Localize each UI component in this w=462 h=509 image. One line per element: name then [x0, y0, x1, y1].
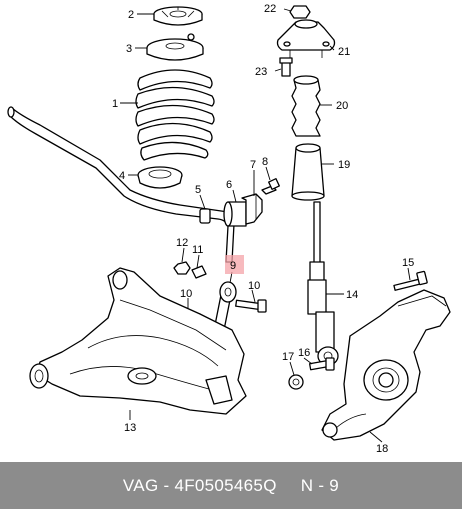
callout-6: 6: [226, 179, 232, 191]
callout-18: 18: [376, 443, 388, 455]
exploded-suspension-diagram: 1 2 3 4 5 6 7 8 9 10 10 11 12 13 14 15 1…: [7, 3, 451, 455]
callout-8: 8: [262, 156, 268, 168]
bushing-clamp-part-7: [241, 193, 263, 225]
part-number-label: VAG - 4F0505465Q: [122, 475, 277, 495]
protective-tube-part-19: [291, 143, 325, 201]
callout-1: 1: [112, 98, 118, 110]
shock-bolt-part-16: [308, 357, 335, 371]
coil-spring-part-1: [135, 69, 215, 161]
callout-10-right: 10: [248, 280, 260, 292]
bump-stop-part-20: [291, 75, 321, 137]
knuckle-bolt-part-15: [393, 270, 428, 291]
washer-part-17: [288, 374, 304, 390]
callout-20: 20: [336, 100, 348, 112]
clamp-bolt-part-8: [261, 178, 280, 195]
wheel-bearing-housing-part-18: [321, 289, 451, 441]
callout-17: 17: [282, 351, 294, 363]
callout-11: 11: [192, 244, 203, 256]
callout-22: 22: [264, 3, 276, 15]
spring-pad-part-3: [146, 33, 204, 61]
callout-12: 12: [176, 237, 188, 249]
spring-lower-pad-part-4: [137, 166, 183, 189]
callout-15: 15: [402, 257, 414, 269]
nut-part-11: [191, 265, 207, 279]
spring-cap-part-2: [153, 6, 203, 26]
callout-5: 5: [195, 184, 201, 196]
callout-10-left: 10: [180, 288, 192, 300]
lower-control-arm-part-13: [29, 267, 247, 415]
callout-14: 14: [346, 289, 358, 301]
stabilizer-bushing-part-6: [223, 201, 247, 227]
callout-4: 4: [119, 170, 125, 182]
callout-13: 13: [124, 422, 136, 434]
strut-top-mount-part-21: [276, 19, 336, 58]
highlight-box-part-9: [225, 255, 244, 274]
callout-23: 23: [255, 66, 267, 78]
callout-3: 3: [126, 43, 132, 55]
mount-bolt-part-23: [279, 57, 293, 77]
callout-19: 19: [338, 159, 350, 171]
part-number-footer: VAG - 4F0505465Q N - 9: [0, 462, 462, 509]
strut-top-nut-part-22: [289, 5, 311, 19]
callout-2: 2: [128, 9, 134, 21]
callout-7: 7: [250, 159, 256, 171]
callout-labels: 1 2 3 4 5 6 7 8 9 10 10 11 12 13 14 15 1…: [112, 3, 414, 455]
callout-21: 21: [338, 46, 350, 58]
nut-part-12: [173, 261, 191, 275]
callout-16: 16: [298, 347, 310, 359]
position-label: N - 9: [300, 475, 340, 495]
callout-9: 9: [230, 260, 236, 272]
leader-lines: [120, 8, 411, 443]
shock-absorber-part-14: [307, 201, 339, 366]
